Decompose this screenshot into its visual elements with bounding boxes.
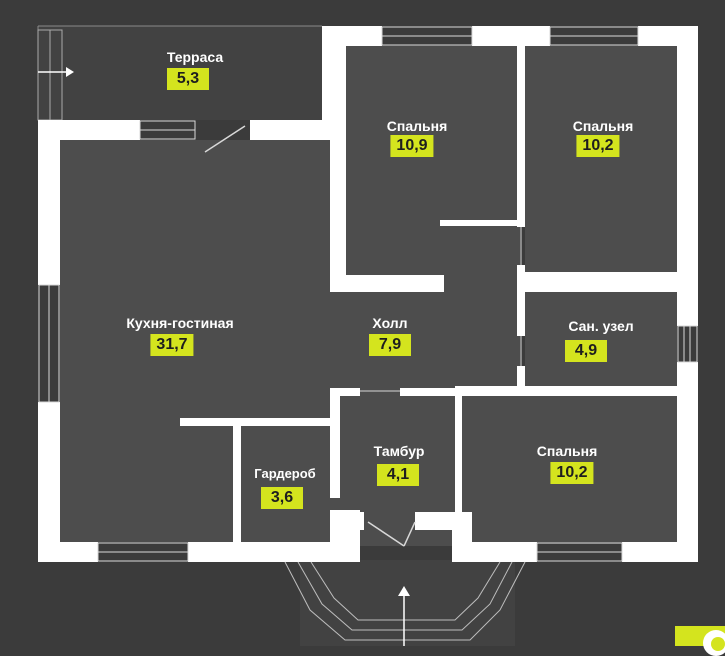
hall-area: 7,9	[369, 334, 411, 356]
bedroom1-area: 10,9	[390, 135, 434, 157]
vestibule-name: Тамбур	[373, 443, 425, 459]
bedroom1-name: Спальня	[386, 118, 448, 134]
hall-name: Холл	[372, 315, 408, 331]
terrace-arrow-icon	[38, 67, 74, 77]
entrance-arrow-icon	[398, 586, 410, 646]
brand-logo	[675, 626, 725, 656]
walls	[38, 26, 698, 562]
bedroom2-area: 10,2	[576, 135, 620, 157]
kitchen-area: 31,7	[150, 334, 194, 356]
terrace-area: 5,3	[167, 68, 209, 90]
terrace-name: Терраса	[166, 49, 224, 65]
bedroom2-floor	[525, 45, 677, 275]
kitchen-name: Кухня-гостиная	[126, 315, 234, 331]
porch	[284, 561, 526, 641]
brand-logo-inner	[711, 637, 725, 651]
bedroom1-floor	[345, 45, 517, 275]
wardrobe-name: Гардероб	[254, 466, 316, 481]
windows	[38, 26, 698, 562]
porch-floor	[300, 560, 515, 646]
bathroom-name: Сан. узел	[568, 318, 634, 334]
bathroom-area: 4,9	[565, 340, 607, 362]
bedroom2-name: Спальня	[572, 118, 634, 134]
door-swing-icon	[204, 125, 416, 547]
vestibule-area: 4,1	[377, 464, 419, 486]
bedroom3-name: Спальня	[536, 443, 598, 459]
bedroom3-area: 10,2	[550, 462, 594, 484]
wardrobe-area: 3,6	[261, 487, 303, 509]
